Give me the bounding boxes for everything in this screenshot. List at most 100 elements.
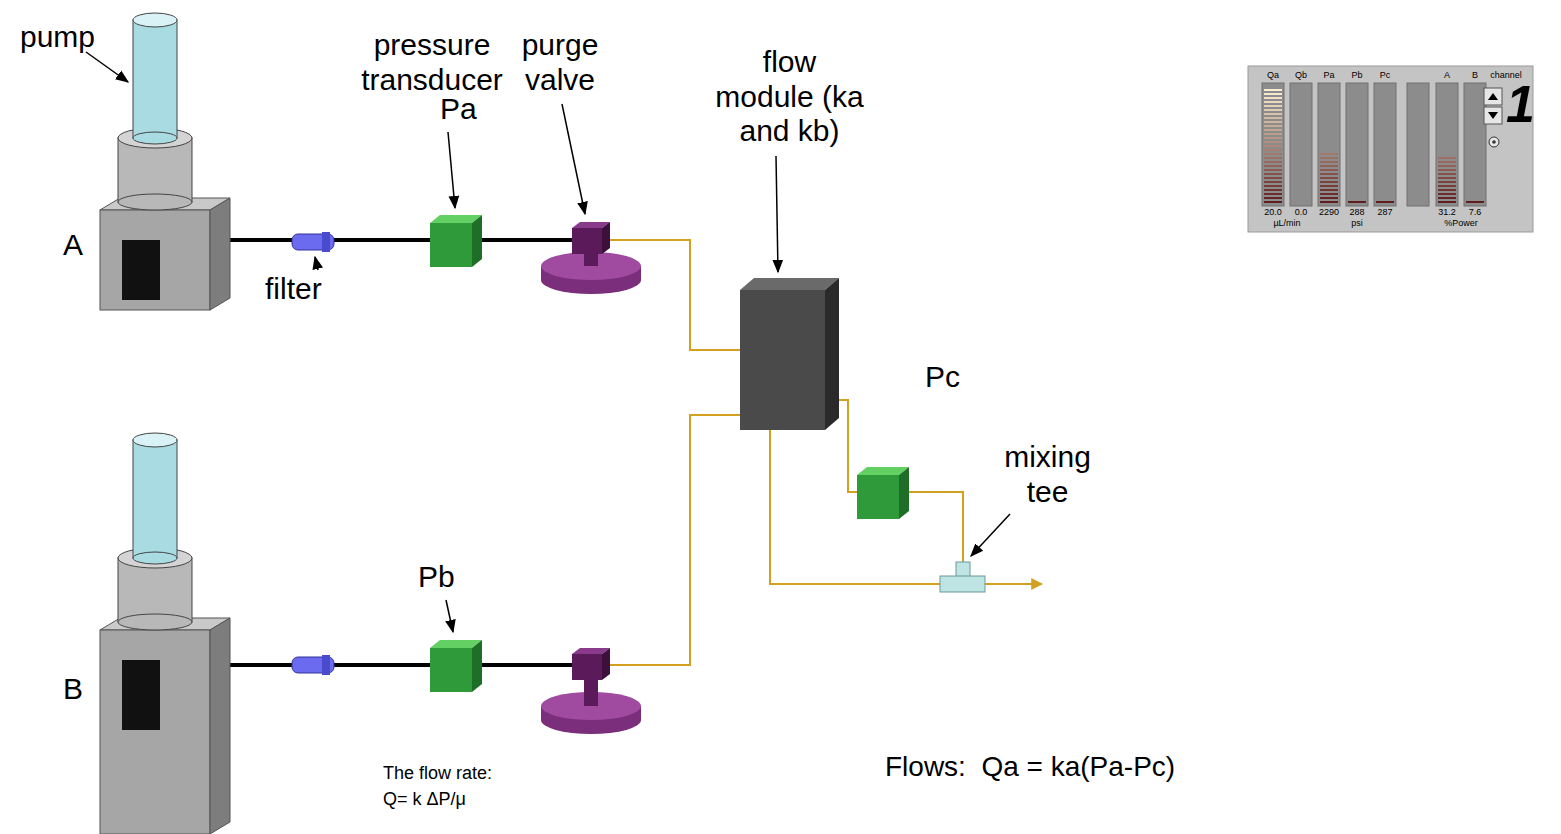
shape-part (122, 240, 160, 300)
shape-part (133, 20, 177, 138)
pipe-connector (770, 430, 940, 584)
meter-stripe (1320, 165, 1338, 167)
leader-line (446, 600, 453, 632)
shape-part (133, 552, 177, 564)
note-text: Q= k ΔP/μ (383, 790, 466, 810)
meter-stripe (1264, 101, 1282, 103)
meter-stripe (1320, 153, 1338, 155)
meter-stripe (1438, 161, 1456, 163)
meter-stripe (1320, 173, 1338, 175)
meter-label: 287 (1377, 208, 1392, 218)
leader-line (315, 257, 318, 270)
meter-stripe (1264, 165, 1282, 167)
panel-ground (1248, 66, 1533, 232)
flow-module: flow module (ka and kb) (740, 290, 825, 430)
meter-stripe (1264, 93, 1282, 95)
note-text: The flow rate: (383, 764, 492, 784)
pressure-transducer: Pb (430, 640, 482, 692)
spin-down-arrow (1488, 112, 1498, 119)
spin-down-button (1484, 107, 1502, 124)
meter-stripe (1438, 189, 1456, 191)
part-label: purge valve (510, 28, 610, 97)
shape-part (322, 232, 330, 252)
meter-stripe (1264, 161, 1282, 163)
meter-stripe (1438, 177, 1456, 179)
meter-stripe (1264, 125, 1282, 127)
filter-symbol (292, 655, 334, 675)
leader-line (562, 104, 585, 214)
shape-part (472, 215, 482, 267)
shape-part (100, 630, 210, 834)
meter-stripe (1320, 201, 1338, 203)
meter-stripe (1264, 185, 1282, 187)
meter-label: Qa (1267, 71, 1279, 81)
pipe-line (230, 238, 292, 242)
pipe-connector (482, 415, 740, 665)
pressure-transducer-shape (857, 467, 909, 519)
meter-stripe (1264, 109, 1282, 111)
meter-stripe (1466, 201, 1484, 203)
pump-shape (100, 430, 230, 834)
shape-part (118, 194, 192, 210)
meter-stripe (1264, 145, 1282, 147)
shape-part (133, 433, 177, 447)
shape-part (857, 475, 899, 519)
meter-stripe (1438, 173, 1456, 175)
meter-stripe (1320, 193, 1338, 195)
meter-stripe (1264, 177, 1282, 179)
mixing-tee: mixing tee (940, 562, 985, 592)
shape-part (210, 198, 230, 310)
meter-stripe (1264, 129, 1282, 131)
shape-part (472, 640, 482, 692)
purge-valve-symbol (541, 648, 641, 734)
meter-stripe (1264, 141, 1282, 143)
shape-part (541, 252, 641, 280)
pipe-line (482, 238, 572, 242)
meter-stripe (1264, 149, 1282, 151)
part-label: pressure transducer (357, 28, 507, 97)
pump: B (100, 430, 230, 834)
meter-stripe (1264, 113, 1282, 115)
pipe-connector (909, 492, 963, 562)
pressure-transducer-shape (430, 640, 482, 692)
meter-label: B (1472, 71, 1478, 81)
purge-valve: purge valve (572, 222, 610, 254)
meter-label: 288 (1349, 208, 1364, 218)
pressure-transducer-shape (430, 215, 482, 267)
meter-stripe (1264, 117, 1282, 119)
spin-up-arrow (1488, 93, 1498, 100)
meter-stripe (1264, 201, 1282, 203)
shape-part (430, 648, 472, 692)
meter-bar (1318, 83, 1340, 206)
meter-stripe (1264, 173, 1282, 175)
meter-stripe (1320, 185, 1338, 187)
meter-stripe (1264, 97, 1282, 99)
leader-line (971, 514, 1010, 556)
shape-part (584, 254, 598, 266)
mixing-tee-shape (940, 562, 985, 592)
pipe-line (334, 238, 430, 242)
leader-line (86, 52, 128, 82)
shape-part (825, 278, 839, 430)
shape-part (133, 132, 177, 144)
filter-shape (292, 232, 334, 252)
meter-stripe (1438, 201, 1456, 203)
meter-label: µL/min (1273, 219, 1300, 229)
meter-bar (1262, 83, 1284, 206)
shape-part (899, 467, 909, 519)
meter-bar (1464, 83, 1486, 206)
pipe-connector (334, 240, 430, 241)
part-label: Pc (925, 360, 960, 395)
part-label: B (63, 672, 83, 707)
meter-stripe (1320, 189, 1338, 191)
meter-label: Pb (1351, 71, 1362, 81)
meter-label: 20.0 (1264, 208, 1282, 218)
meter-bar (1407, 83, 1429, 206)
part-label: A (63, 228, 83, 263)
valve-side (602, 648, 610, 680)
meter-stripe (1438, 181, 1456, 183)
valve-stem (584, 680, 598, 706)
meter-stripe (1438, 157, 1456, 159)
leader-lines (86, 52, 1010, 632)
meter-label: 0.0 (1295, 208, 1308, 218)
